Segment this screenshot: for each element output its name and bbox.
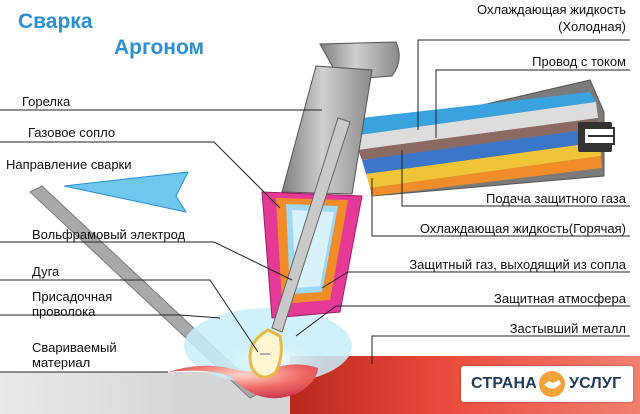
label-filler-wire-1: Присадочная [32, 289, 113, 304]
label-base-material-1: Свариваемый [32, 340, 117, 355]
label-filler-wire-2: проволока [32, 304, 96, 319]
label-coolant-hot: Охлаждающая жидкость(Горячая) [419, 221, 626, 236]
badge-left-text: СТРАНА [471, 375, 538, 392]
label-solidified-metal: Застывший металл [509, 321, 626, 336]
label-gas-exit: Защитный газ, выходящий из сопла [409, 257, 626, 272]
label-base-material-2: материал [32, 355, 91, 370]
weld-pool [168, 364, 318, 399]
title-line-1: Сварка [18, 10, 93, 33]
left-arrow-icon [63, 171, 189, 213]
handshake-icon [539, 371, 565, 397]
label-weld-direction: Направление сварки [6, 157, 132, 172]
hose-sheath [352, 102, 598, 150]
label-gas-nozzle: Газовое сопло [28, 125, 116, 140]
hose-hot-coolant [366, 142, 601, 188]
base-material [0, 372, 175, 414]
label-coolant-cold-2: (Холодная) [558, 19, 626, 34]
hose-brown [358, 118, 599, 160]
hose-gas [362, 128, 600, 174]
label-coolant-cold-1: Охлаждающая жидкость [477, 2, 626, 17]
label-power-wire: Провод с током [532, 54, 626, 69]
label-shielding-gas-feed: Подача защитного газа [486, 191, 626, 206]
label-tungsten-electrode: Вольфрамовый электрод [32, 227, 186, 242]
title-line-2: Аргоном [114, 36, 205, 59]
hose-cold-coolant [344, 92, 596, 136]
strana-uslug-badge: СТРАНА УСЛУГ [461, 366, 633, 402]
label-shield-atmosphere: Защитная атмосфера [493, 291, 626, 306]
label-torch: Горелка [22, 94, 71, 109]
label-arc: Дуга [32, 264, 60, 279]
torch-handle [281, 65, 373, 195]
badge-right-text: УСЛУГ [569, 375, 622, 392]
tungsten-electrode [271, 117, 351, 333]
leader-lines [0, 39, 630, 373]
